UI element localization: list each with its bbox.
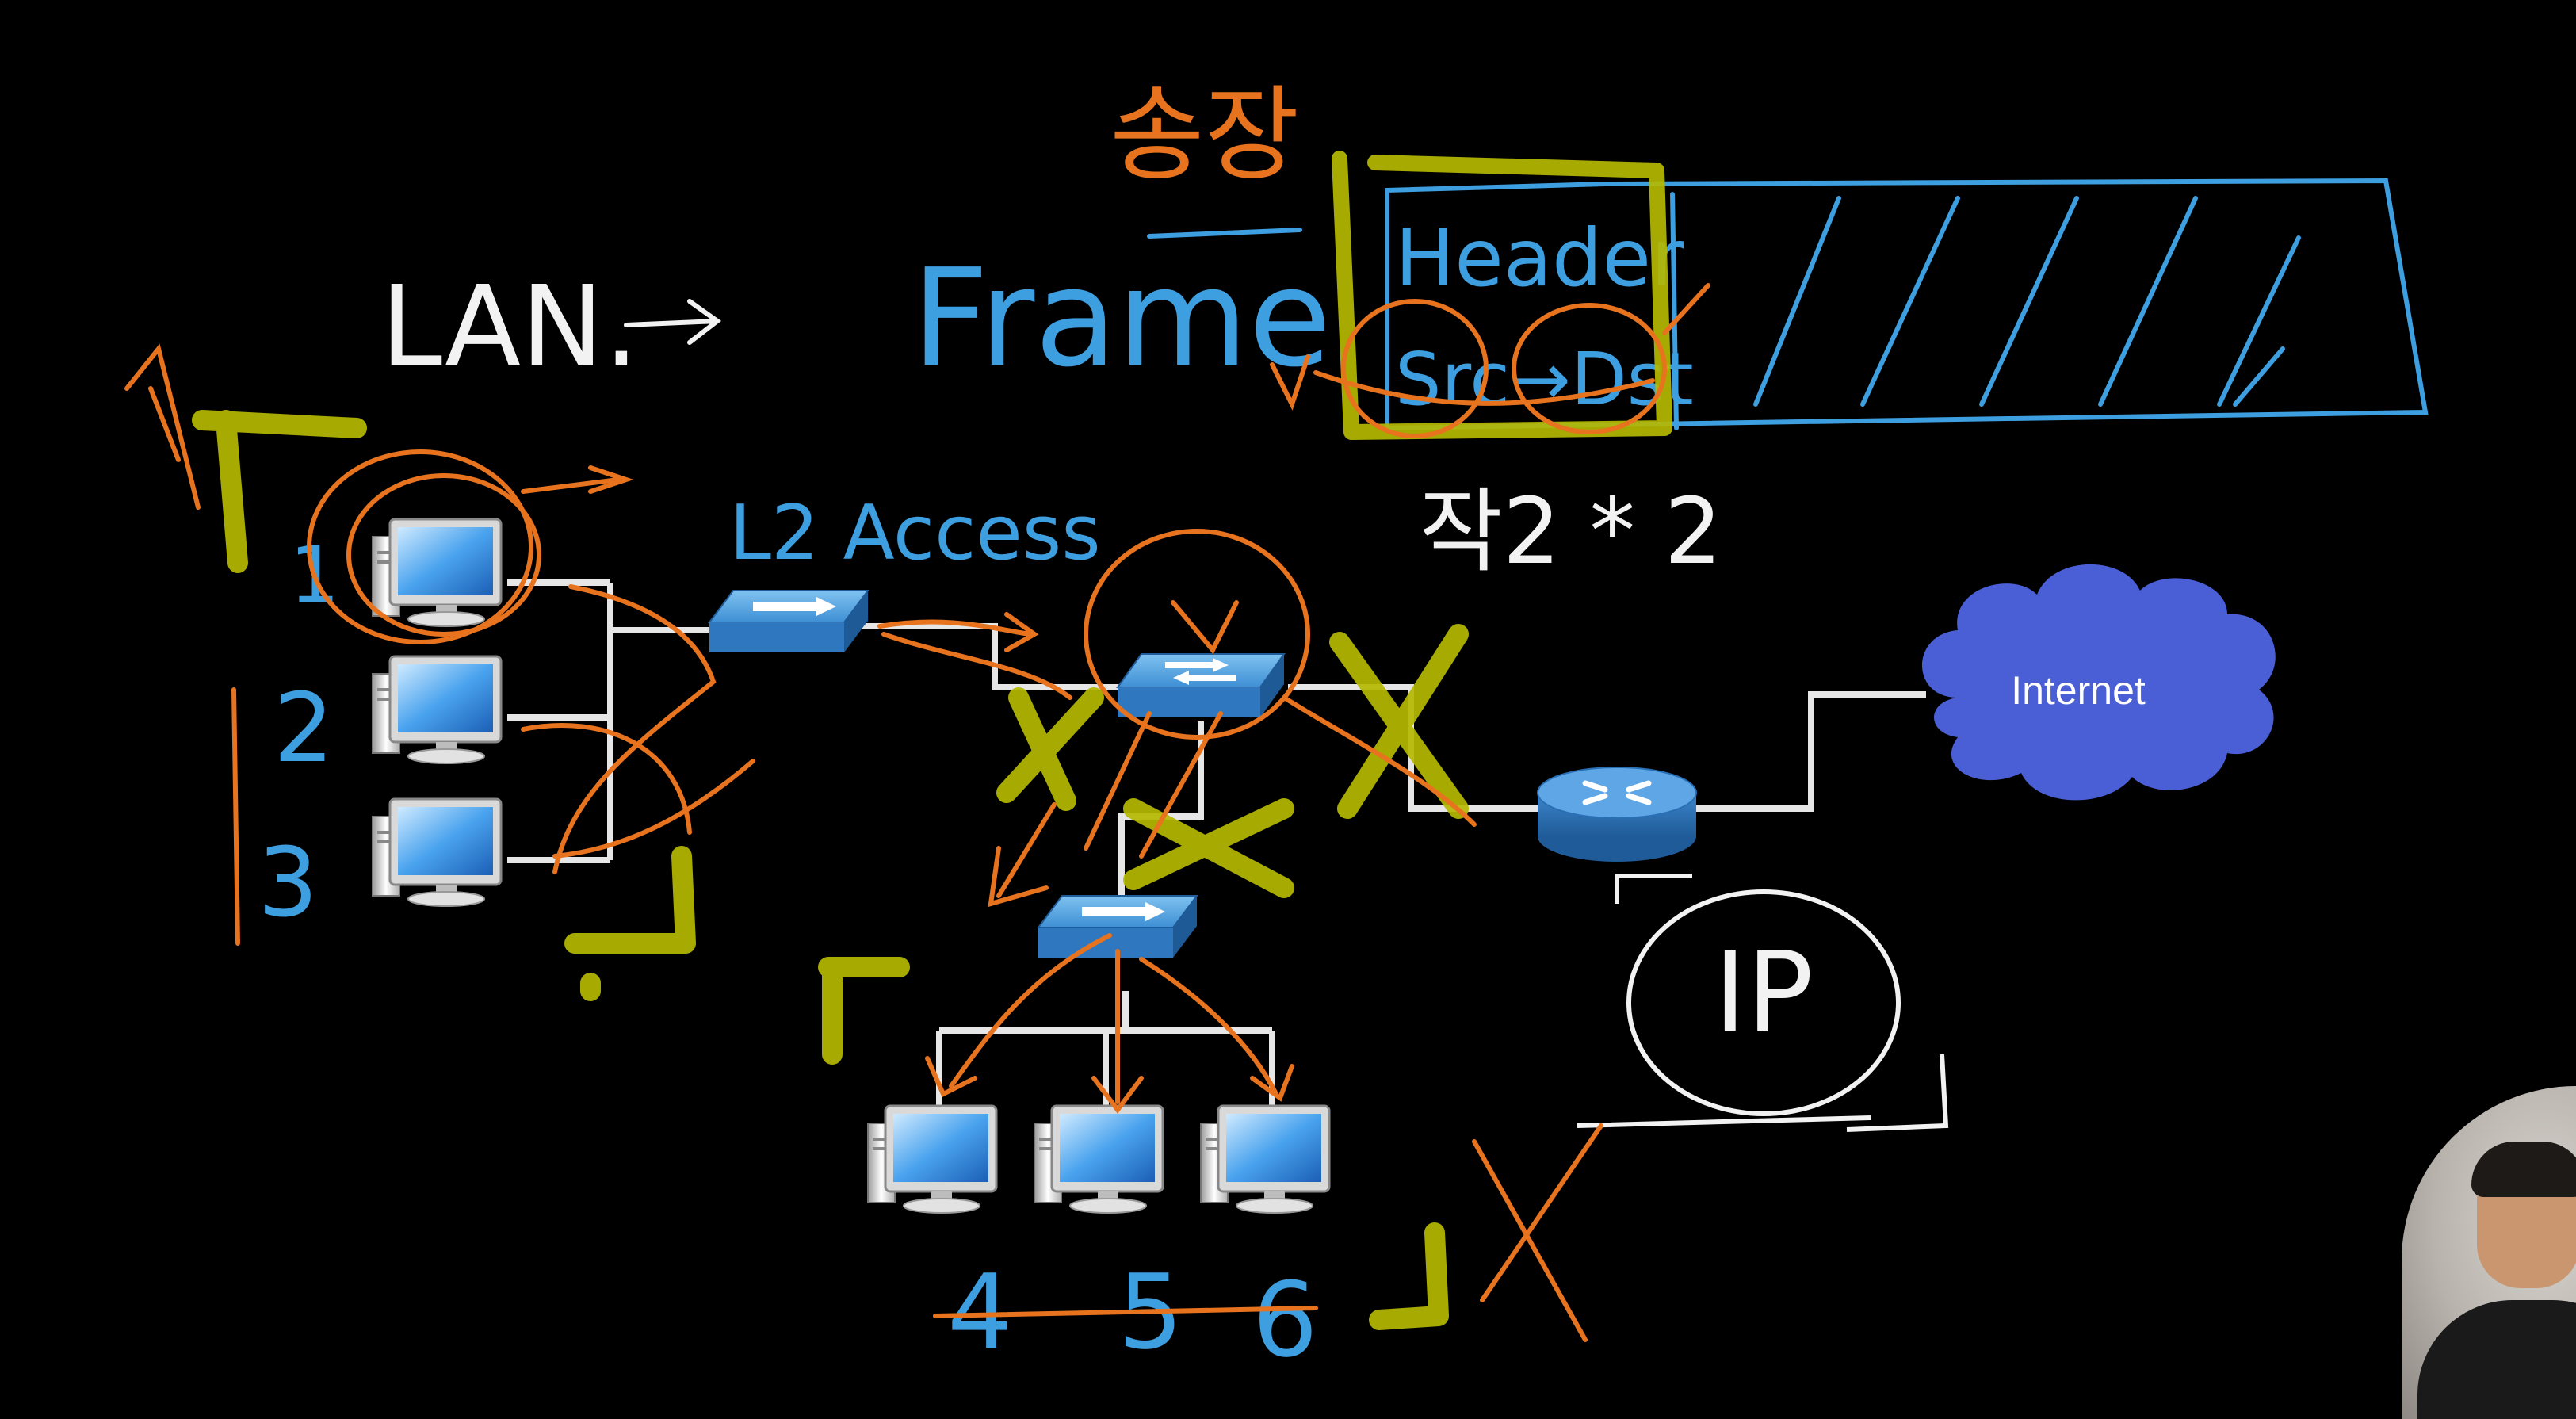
pc-host-2 xyxy=(371,655,503,765)
internet-label: Internet xyxy=(2011,668,2146,713)
frame-underline xyxy=(1147,228,1302,239)
src-dst-label: Src→Dst xyxy=(1395,337,1694,422)
frame-box xyxy=(1385,178,2429,431)
header-divider xyxy=(1670,192,1679,430)
host-6-label: 6 xyxy=(1252,1260,1318,1380)
presenter-hair xyxy=(2471,1142,2576,1197)
host-2-label: 2 xyxy=(273,674,334,784)
size-annotation: 작2 * 2 xyxy=(1419,479,1722,585)
host-3-label: 3 xyxy=(258,828,318,939)
frame-label: Frame xyxy=(912,240,1332,397)
frame-annotation: 송장 xyxy=(1110,75,1299,195)
l2-access-switch-icon xyxy=(709,590,869,653)
multilayer-switch-icon xyxy=(1117,653,1285,718)
l2-access-label: L2 Access xyxy=(729,490,1101,577)
lan-arrow xyxy=(624,299,722,345)
pc-host-1 xyxy=(371,518,503,628)
orange-annotations: 송장 xyxy=(124,75,1710,1342)
pc-host-3 xyxy=(371,797,503,908)
network-cables xyxy=(507,579,1926,1118)
pc-host-6 xyxy=(1199,1104,1331,1214)
presenter-shirt xyxy=(2417,1300,2576,1419)
internet-cloud-icon: Internet xyxy=(1922,564,2276,801)
l2-switch-lower-icon xyxy=(1038,895,1198,958)
pc-host-4 xyxy=(866,1104,998,1214)
lan-label: LAN. xyxy=(380,262,639,392)
ip-annotation: IP xyxy=(1577,874,1949,1132)
pc-host-5 xyxy=(1033,1104,1164,1214)
router-icon xyxy=(1537,767,1697,862)
header-label: Header xyxy=(1395,212,1684,304)
ip-label: IP xyxy=(1714,928,1814,1058)
host-4-label: 4 xyxy=(947,1252,1013,1372)
frame-diagram xyxy=(1147,178,2429,431)
